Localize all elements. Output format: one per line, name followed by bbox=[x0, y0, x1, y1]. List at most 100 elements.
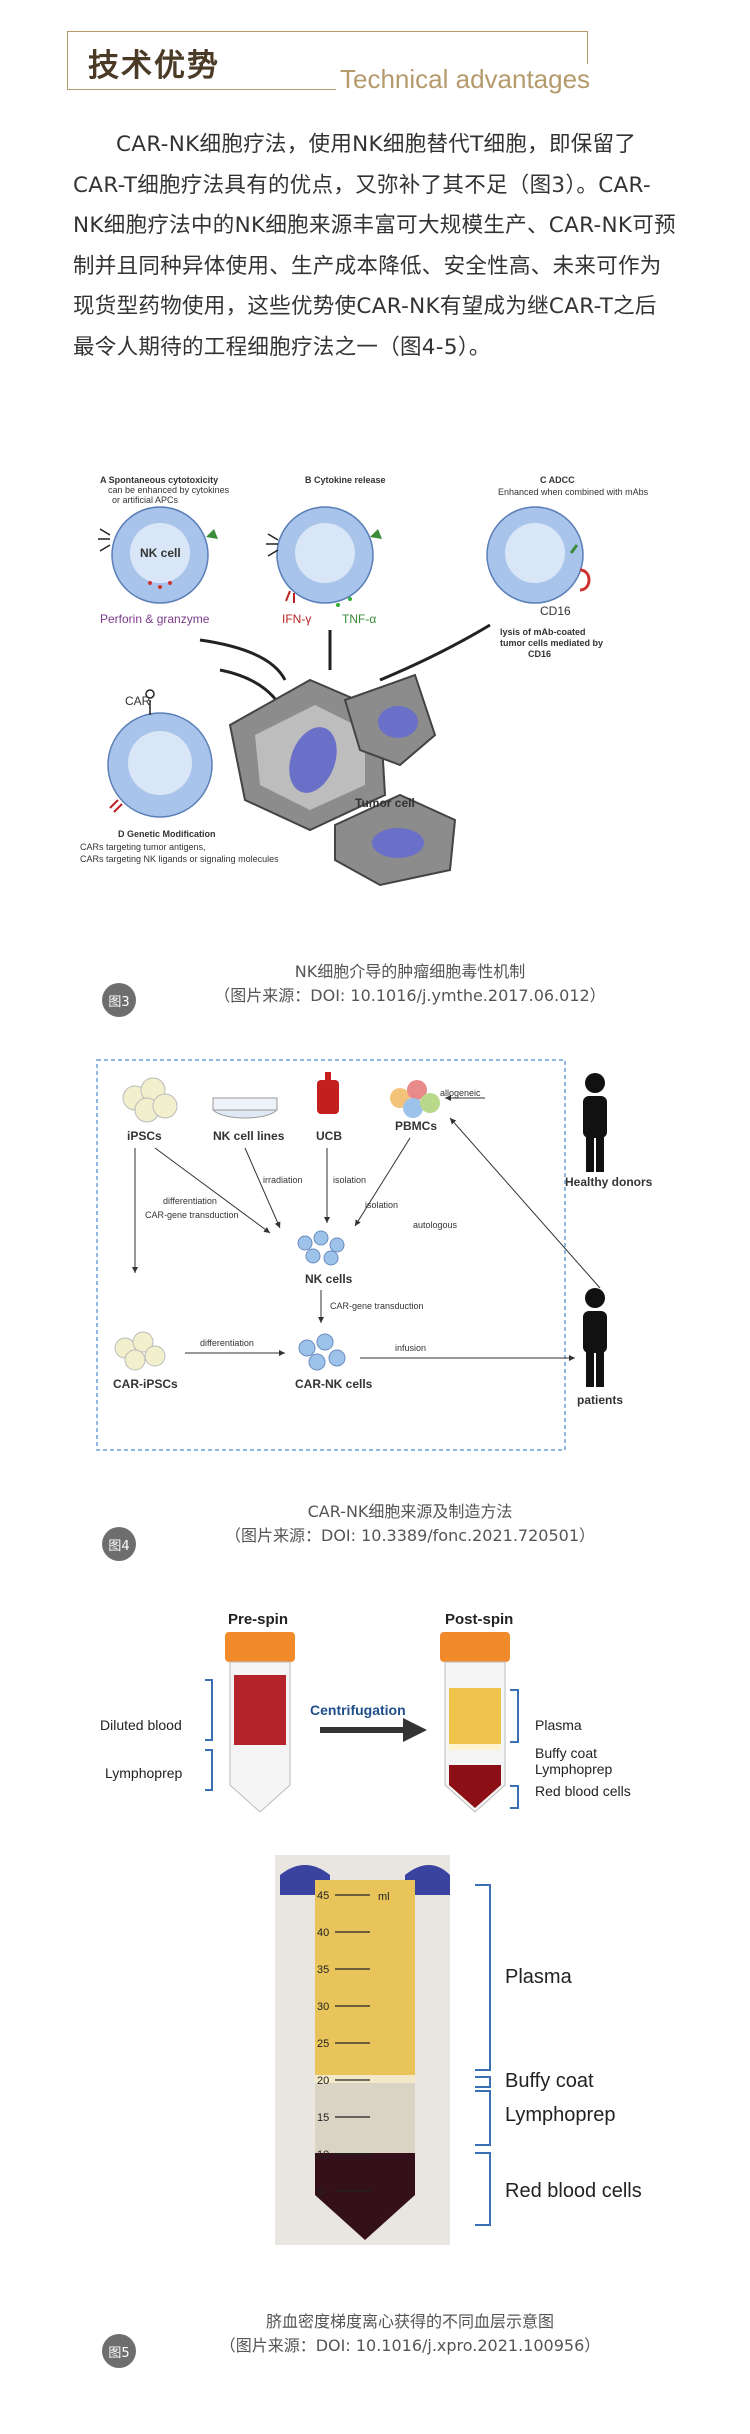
tick-label: 5 bbox=[317, 2186, 323, 2198]
lymphoprep-layer bbox=[315, 2083, 415, 2153]
svg-text:Post-spin: Post-spin bbox=[445, 1611, 513, 1628]
fig3-a-title: A Spontaneous cytotoxicity bbox=[100, 475, 218, 485]
svg-text:allogeneic: allogeneic bbox=[440, 1088, 481, 1098]
title-frame bbox=[67, 31, 588, 90]
nk-cell-b bbox=[266, 506, 382, 607]
svg-text:Diluted blood: Diluted blood bbox=[100, 1717, 182, 1733]
pbmcs-icon bbox=[390, 1080, 440, 1118]
figure-4-diagram: iPSCs NK cell lines UCB PBMCs allogeneic… bbox=[96, 1059, 653, 1451]
svg-text:CAR-gene transduction: CAR-gene transduction bbox=[145, 1210, 239, 1220]
figure-3-diagram: A Spontaneous cytotoxicity can be enhanc… bbox=[80, 475, 649, 887]
post-spin-tube bbox=[440, 1632, 510, 1813]
figure-5-caption-source: （图片来源：DOI: 10.1016/j.xpro.2021.100956） bbox=[219, 2336, 601, 2355]
nk-cell-lines-icon bbox=[212, 1097, 278, 1119]
figure-3-caption-title: NK细胞介导的肿瘤细胞毒性机制 bbox=[294, 962, 526, 981]
plasma-layer bbox=[315, 1880, 415, 2075]
figure-3-caption: NK细胞介导的肿瘤细胞毒性机制 （图片来源：DOI: 10.1016/j.ymt… bbox=[190, 960, 630, 1008]
ucb-bag-icon bbox=[317, 1072, 339, 1114]
svg-text:patients: patients bbox=[577, 1393, 623, 1407]
svg-text:Centrifugation: Centrifugation bbox=[310, 1702, 406, 1718]
tick-label: 45 bbox=[317, 1890, 329, 1902]
figure-4-caption-title: CAR-NK细胞来源及制造方法 bbox=[307, 1502, 513, 1521]
nk-cells-icon bbox=[297, 1230, 345, 1266]
svg-text:CAR-iPSCs: CAR-iPSCs bbox=[113, 1377, 178, 1391]
nk-cell-label: NK cell bbox=[140, 546, 181, 560]
figure-3-badge: 图3 bbox=[102, 983, 136, 1017]
svg-text:autologous: autologous bbox=[413, 1220, 458, 1230]
fig3-a-sub1: can be enhanced by cytokines bbox=[108, 485, 230, 495]
svg-text:irradiation: irradiation bbox=[263, 1175, 303, 1185]
fig3-b-title: B Cytokine release bbox=[305, 475, 386, 485]
ml-label: ml bbox=[378, 1891, 390, 1903]
svg-text:PBMCs: PBMCs bbox=[395, 1119, 437, 1133]
tick-label: 10 bbox=[317, 2149, 329, 2161]
svg-text:CAR-gene transduction: CAR-gene transduction bbox=[330, 1301, 424, 1311]
healthy-donor-icon bbox=[583, 1073, 607, 1172]
svg-text:infusion: infusion bbox=[395, 1343, 426, 1353]
fig3-d-line1: CARs targeting tumor antigens, bbox=[80, 842, 206, 852]
section-subtitle: Technical advantages bbox=[336, 64, 591, 95]
tick-label: 15 bbox=[317, 2112, 329, 2124]
svg-text:Lymphoprep: Lymphoprep bbox=[505, 2104, 615, 2126]
figure-3-caption-source: （图片来源：DOI: 10.1016/j.ymthe.2017.06.012） bbox=[214, 986, 606, 1005]
tumor-cells bbox=[228, 673, 457, 887]
buffy-layer bbox=[315, 2075, 415, 2083]
svg-text:Red blood cells: Red blood cells bbox=[535, 1783, 631, 1799]
tick-label: 35 bbox=[317, 1964, 329, 1976]
tick-label: 20 bbox=[317, 2075, 329, 2087]
fig3-d-title: D Genetic Modification bbox=[118, 829, 216, 839]
svg-text:Lymphoprep: Lymphoprep bbox=[535, 1761, 613, 1777]
svg-text:UCB: UCB bbox=[316, 1129, 342, 1143]
nk-cell-a: NK cell bbox=[98, 506, 218, 604]
ipscs-icon bbox=[122, 1077, 178, 1123]
tick-label: 40 bbox=[317, 1927, 329, 1939]
section-title: 技术优势 bbox=[88, 48, 220, 84]
svg-text:isolation: isolation bbox=[365, 1200, 398, 1210]
svg-text:Buffy coat: Buffy coat bbox=[535, 1745, 597, 1761]
lysis-line1: lysis of mAb-coated bbox=[500, 627, 586, 637]
red-blood-layer bbox=[315, 2153, 415, 2240]
figure-5-caption: 脐血密度梯度离心获得的不同血层示意图 （图片来源：DOI: 10.1016/j.… bbox=[190, 2310, 630, 2358]
ifn-label: IFN-γ bbox=[282, 612, 311, 626]
figure-4-badge: 图4 bbox=[102, 1527, 136, 1561]
svg-text:CAR-NK cells: CAR-NK cells bbox=[295, 1377, 373, 1391]
perforin-label: Perforin & granzyme bbox=[100, 612, 210, 626]
lysis-line3: CD16 bbox=[528, 649, 551, 659]
dashed-frame bbox=[96, 1059, 566, 1451]
figure-5-caption-title: 脐血密度梯度离心获得的不同血层示意图 bbox=[265, 2312, 554, 2331]
svg-text:iPSCs: iPSCs bbox=[127, 1129, 162, 1143]
nk-cell-d bbox=[107, 689, 213, 818]
svg-text:NK cell lines: NK cell lines bbox=[213, 1129, 285, 1143]
svg-text:Buffy coat: Buffy coat bbox=[505, 2070, 594, 2092]
figure-5-photo: 45 40 35 30 25 20 15 10 5 ml Plasma Buffy coat L… bbox=[275, 1855, 642, 2245]
fig3-d-line2: CARs targeting NK ligands or signaling m… bbox=[80, 854, 279, 864]
svg-text:Healthy donors: Healthy donors bbox=[565, 1175, 653, 1189]
tnf-label: TNF-α bbox=[342, 612, 376, 626]
cd16-label: CD16 bbox=[540, 604, 571, 618]
svg-text:Red blood cells: Red blood cells bbox=[505, 2180, 642, 2202]
svg-text:differentiation: differentiation bbox=[163, 1196, 217, 1206]
fig3-c-title: C ADCC bbox=[540, 475, 575, 485]
patient-icon bbox=[583, 1288, 607, 1387]
tick-label: 25 bbox=[317, 2038, 329, 2050]
nk-cell-c bbox=[486, 506, 591, 604]
figure-5-diagram: Pre-spin Post-spin Centrifugation Dilute… bbox=[100, 1611, 631, 1813]
tumor-cell-label: Tumor cell bbox=[355, 796, 415, 810]
tick-label: 30 bbox=[317, 2001, 329, 2013]
car-nk-cells-icon bbox=[298, 1333, 346, 1371]
pre-spin-tube bbox=[225, 1632, 295, 1813]
figure-4-caption-source: （图片来源：DOI: 10.3389/fonc.2021.720501） bbox=[225, 1526, 595, 1545]
svg-text:Plasma: Plasma bbox=[505, 1966, 573, 1988]
arrow-c bbox=[379, 623, 491, 682]
intro-paragraph: CAR-NK细胞疗法，使用NK细胞替代T细胞，即保留了CAR-T细胞疗法具有的优… bbox=[73, 132, 676, 360]
car-label: CAR bbox=[125, 694, 151, 708]
arrow-a bbox=[199, 638, 287, 681]
tube-ticks: 45 40 35 30 25 20 15 10 5 bbox=[317, 1890, 370, 2198]
fig3-a-sub2: or artificial APCs bbox=[112, 495, 179, 505]
fig3-c-sub: Enhanced when combined with mAbs bbox=[498, 487, 649, 497]
svg-text:Plasma: Plasma bbox=[535, 1717, 582, 1733]
figure-4-caption: CAR-NK细胞来源及制造方法 （图片来源：DOI: 10.3389/fonc.… bbox=[190, 1500, 630, 1548]
svg-text:isolation: isolation bbox=[333, 1175, 366, 1185]
svg-text:NK cells: NK cells bbox=[305, 1272, 353, 1286]
figure-5-badge: 图5 bbox=[102, 2334, 136, 2368]
